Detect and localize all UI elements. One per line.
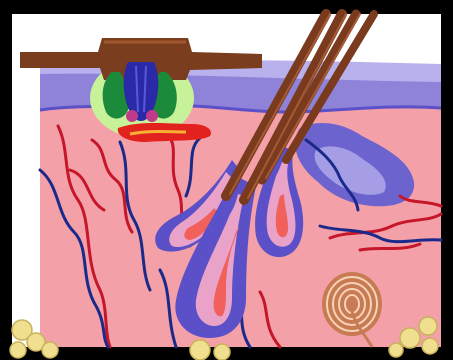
tick-magenta-right bbox=[146, 110, 158, 122]
tick-magenta-left bbox=[126, 110, 138, 122]
